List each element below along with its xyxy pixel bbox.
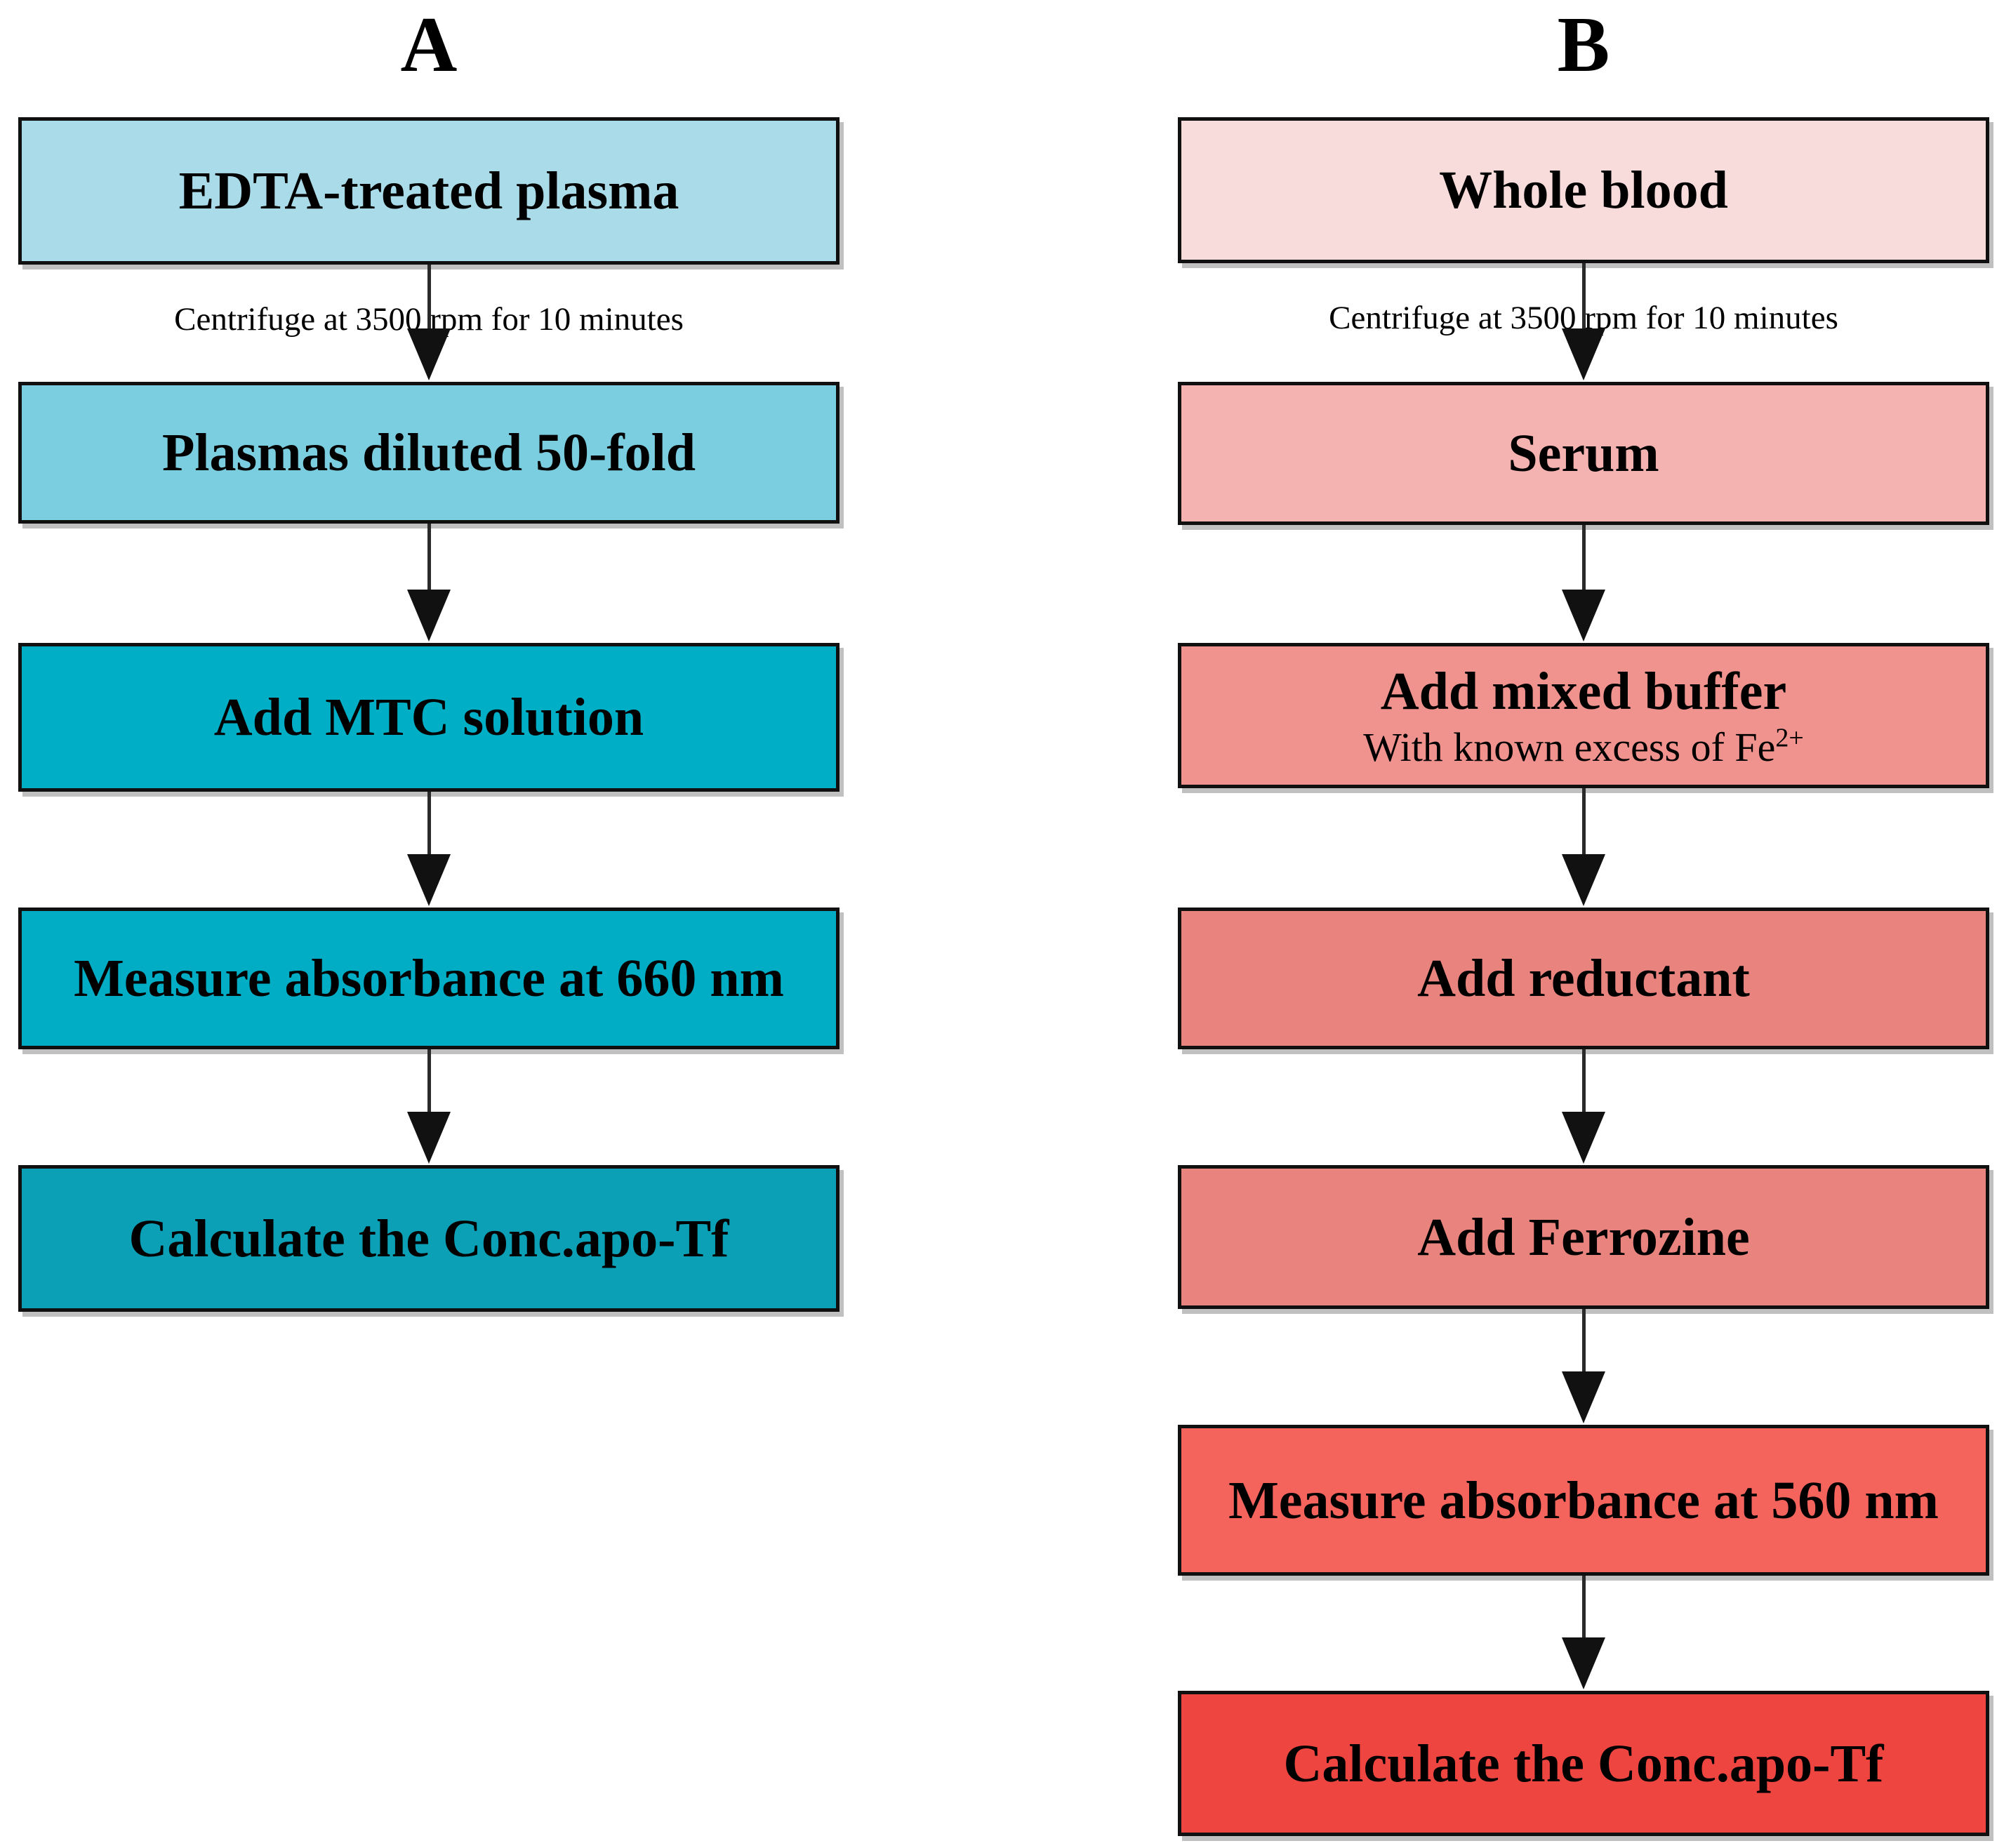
arrow-connector — [427, 524, 431, 629]
step-label: EDTA-treated plasma — [178, 161, 679, 220]
flow-step-box: Serum — [1178, 382, 1989, 525]
flow-step-box: Calculate the Conc.apo-Tf — [1178, 1691, 1989, 1836]
step-label: Add reductant — [1417, 949, 1750, 1008]
arrow-connector — [427, 1049, 431, 1151]
arrow-connector — [1582, 1309, 1586, 1411]
arrowhead-down-icon — [1562, 1371, 1605, 1423]
panel-a-title: A — [400, 1, 458, 88]
step-label: Measure absorbance at 560 nm — [1228, 1470, 1939, 1530]
step-label: Calculate the Conc.apo-Tf — [1283, 1734, 1884, 1793]
flow-step-box: Measure absorbance at 560 nm — [1178, 1425, 1989, 1576]
arrowhead-down-icon — [407, 328, 451, 380]
step-label: Calculate the Conc.apo-Tf — [128, 1209, 729, 1268]
step-sublabel: With known excess of Fe2+ — [1363, 723, 1804, 770]
step-label: Measure absorbance at 660 nm — [74, 949, 784, 1008]
flow-step-box: Whole blood — [1178, 117, 1989, 263]
arrowhead-down-icon — [1562, 590, 1605, 642]
arrowhead-down-icon — [1562, 854, 1605, 906]
arrow-connector — [1582, 788, 1586, 893]
flow-step-box: Plasmas diluted 50-fold — [18, 382, 840, 524]
step-label: Add Ferrozine — [1417, 1207, 1750, 1267]
flow-step-box: Calculate the Conc.apo-Tf — [18, 1165, 840, 1312]
flow-step-box: EDTA-treated plasma — [18, 117, 840, 265]
arrowhead-down-icon — [407, 854, 451, 906]
arrowhead-down-icon — [1562, 1637, 1605, 1689]
flow-step-box: Add reductant — [1178, 908, 1989, 1049]
arrow-connector — [1582, 1576, 1586, 1677]
arrowhead-down-icon — [1562, 1112, 1605, 1164]
arrowhead-down-icon — [407, 1112, 451, 1164]
arrow-connector — [1582, 525, 1586, 629]
arrow-connector — [427, 265, 431, 368]
arrow-connector — [427, 792, 431, 893]
flow-step-box: Add Ferrozine — [1178, 1165, 1989, 1309]
panel-b-title: B — [1557, 1, 1610, 88]
arrow-connector — [1582, 263, 1586, 368]
superscript: 2+ — [1775, 723, 1804, 753]
arrowhead-down-icon — [1562, 328, 1605, 380]
arrow-connector — [1582, 1049, 1586, 1151]
step-label: Add mixed buffer — [1380, 661, 1787, 721]
flow-step-box: Add MTC solution — [18, 643, 840, 792]
arrowhead-down-icon — [407, 590, 451, 642]
step-label: Add MTC solution — [213, 688, 644, 747]
step-label: Plasmas diluted 50-fold — [161, 423, 696, 482]
step-label: Whole blood — [1439, 161, 1728, 220]
step-label: Serum — [1508, 424, 1659, 483]
flow-step-box: Measure absorbance at 660 nm — [18, 908, 840, 1049]
